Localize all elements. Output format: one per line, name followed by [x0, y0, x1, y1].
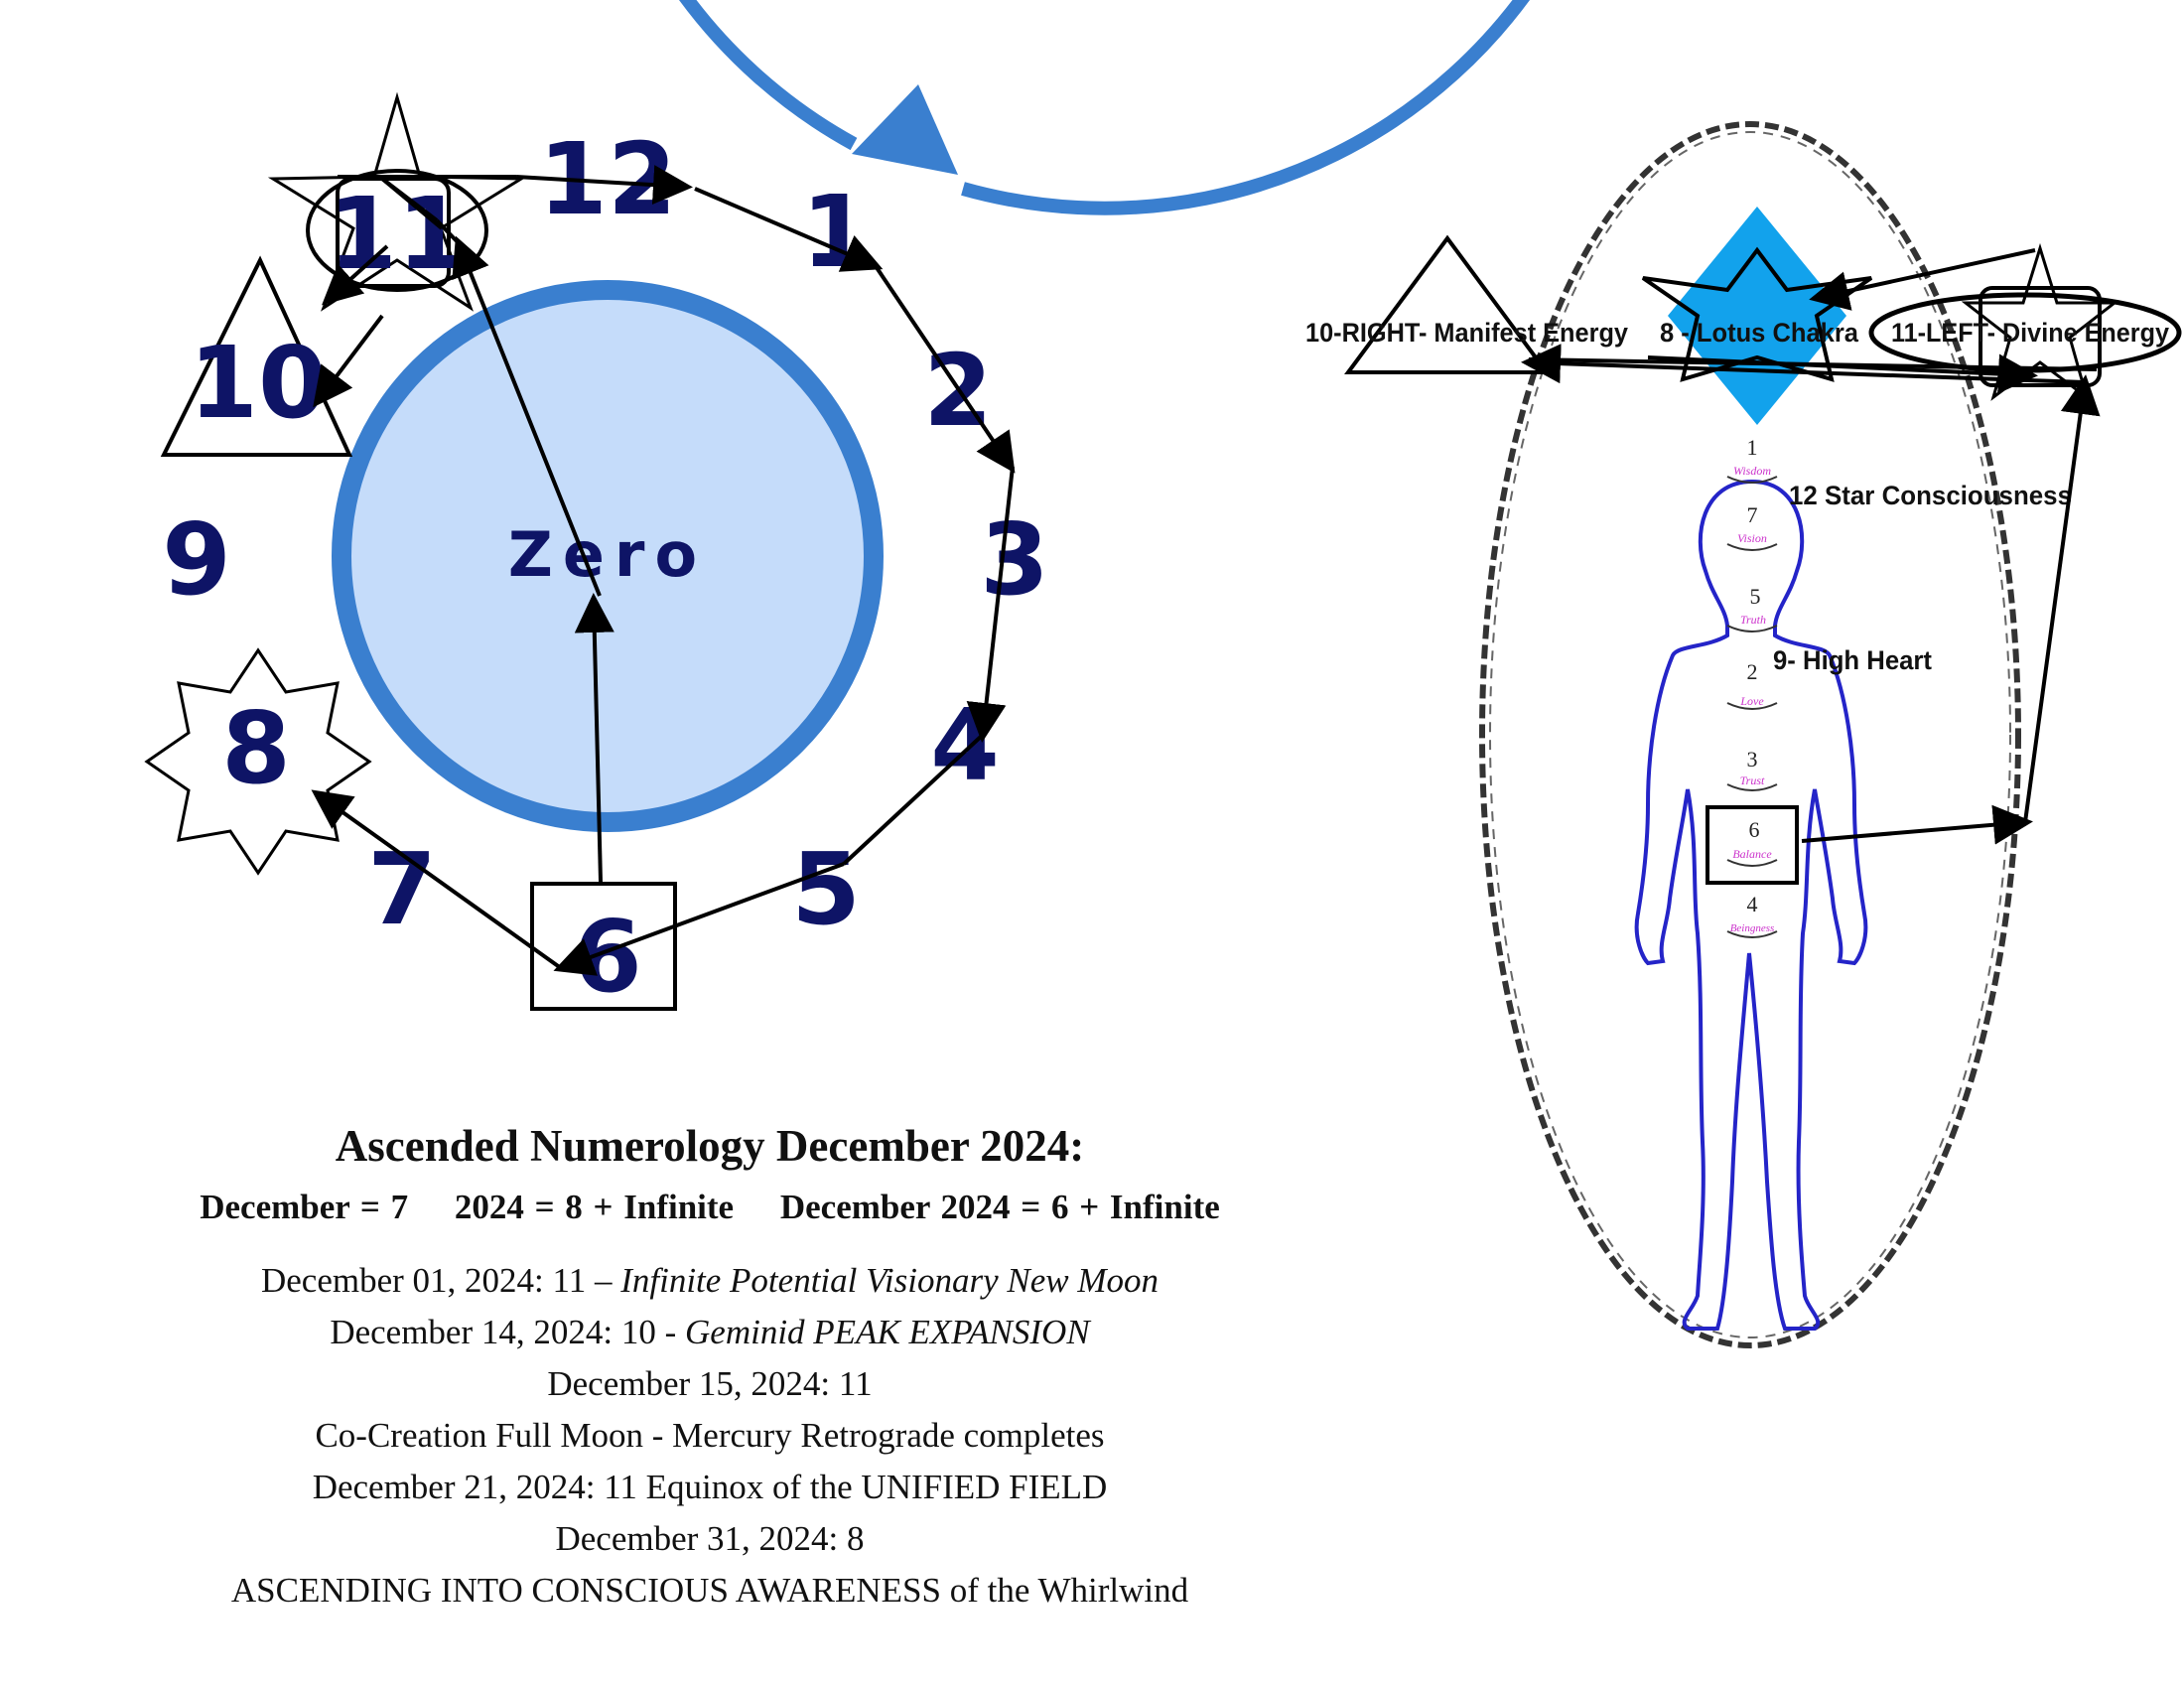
ring-arrowhead-icon: [852, 84, 958, 175]
wheel-numbers: 12 1 2 3 4 5 6 7 8 9 10 11: [162, 121, 1049, 1015]
manifest-triangle-icon: [1344, 234, 1551, 374]
chakra-word: Trust: [1740, 774, 1765, 787]
chakra-word: Truth: [1740, 613, 1766, 627]
wheel-number-3: 3: [980, 501, 1049, 618]
caption-date-list: December 01, 2024: 11 – Infinite Potenti…: [109, 1255, 1310, 1617]
zero-label: Zero: [508, 518, 707, 591]
wheel-path-arrows: [311, 165, 1016, 976]
chakra-list: 1 Wisdom 7 Vision 5 Truth 2 Love 3 T: [1706, 435, 1799, 938]
chakra-3: 3 Trust: [1726, 747, 1778, 791]
chakra-number: 3: [1747, 747, 1758, 772]
zero-circle: [332, 280, 884, 832]
chakra-number: 2: [1747, 659, 1758, 684]
chakra-6: 6 Balance: [1706, 805, 1799, 885]
caption-line-5: December 21, 2024: 11 Equinox of the UNI…: [312, 1468, 1108, 1506]
aura-ellipse: [1479, 121, 2021, 1348]
chakra-number: 7: [1747, 502, 1758, 527]
chakra-word: Vision: [1737, 531, 1767, 545]
caption-sub-combined: December 2024 = 6 + Infinite: [779, 1188, 1220, 1226]
caption-sub-month: December = 7: [200, 1188, 409, 1226]
wheel-number-1: 1: [801, 174, 871, 290]
chakra-number: 6: [1749, 817, 1760, 842]
wheel-number-10: 10: [189, 325, 327, 441]
wheel-number-6: 6: [573, 899, 642, 1015]
chakra-word: Love: [1739, 694, 1764, 708]
numerology-wheel: Zero 12 1 2 3 4 5 6 7 8 9 10 11: [144, 0, 1530, 1015]
triangle-10-icon: [160, 255, 353, 457]
wheel-number-9: 9: [162, 501, 231, 618]
caption-line-2: December 14, 2024: 10 - Geminid PEAK EXP…: [330, 1313, 1090, 1351]
caption-line-6: December 31, 2024: 8: [555, 1519, 865, 1558]
outer-ring: [679, 0, 1530, 215]
caption-subtitle: December = 7 2024 = 8 + Infinite Decembe…: [109, 1188, 1310, 1227]
wheel-number-4: 4: [930, 687, 1000, 803]
chakra-2: 2 Love: [1726, 659, 1778, 710]
caption-line-1: December 01, 2024: 11 – Infinite Potenti…: [260, 1261, 1160, 1300]
left-divine-label: 11-LEFT- Divine Energy: [1891, 318, 2169, 348]
chakra-4: 4 Beingness: [1726, 892, 1778, 938]
caption-title: Ascended Numerology December 2024:: [335, 1121, 1085, 1171]
caption-line-7: ASCENDING INTO CONSCIOUS AWARENESS of th…: [230, 1571, 1189, 1610]
chakra-word: Beingness: [1730, 922, 1775, 934]
wheel-number-8: 8: [221, 690, 291, 806]
aura-ellipse-inner: [1489, 131, 2011, 1338]
wheel-number-5: 5: [791, 831, 861, 947]
caption-sub-year: 2024 = 8 + Infinite: [454, 1188, 735, 1226]
chakra-5: 5 Truth: [1726, 584, 1778, 633]
caption-line-4: Co-Creation Full Moon - Mercury Retrogra…: [315, 1416, 1105, 1455]
chakra-word: Balance: [1732, 847, 1772, 861]
high-heart-label: 9- High Heart: [1773, 645, 1932, 675]
star-consciousness-label: 12 Star Consciousness: [1789, 481, 2072, 510]
wheel-number-7: 7: [367, 831, 437, 947]
caption-line-3: December 15, 2024: 11: [547, 1364, 873, 1403]
divine-square-icon: [1979, 286, 2102, 387]
chakra-7: 7 Vision: [1726, 502, 1778, 551]
chakra-1: 1 Wisdom: [1726, 435, 1778, 484]
divine-star-icon: [1961, 242, 2119, 401]
body-path-arrows: [1521, 248, 2101, 845]
chakra-number: 4: [1747, 892, 1758, 916]
lotus-label: 8 - Lotus Chakra: [1660, 318, 1859, 348]
star-8-icon: [144, 647, 372, 876]
right-manifest-label: 10-RIGHT- Manifest Energy: [1305, 318, 1628, 348]
ellipse-shape-icon: [306, 169, 488, 292]
balance-square-icon: [1706, 805, 1799, 885]
chakra-number: 1: [1747, 435, 1758, 460]
chakra-number: 5: [1750, 584, 1761, 609]
chakra-word: Wisdom: [1733, 464, 1771, 478]
body-outline: [1634, 479, 1868, 1331]
body-chakra-chart: 1 Wisdom 7 Vision 5 Truth 2 Love 3 T: [1305, 121, 2182, 1348]
